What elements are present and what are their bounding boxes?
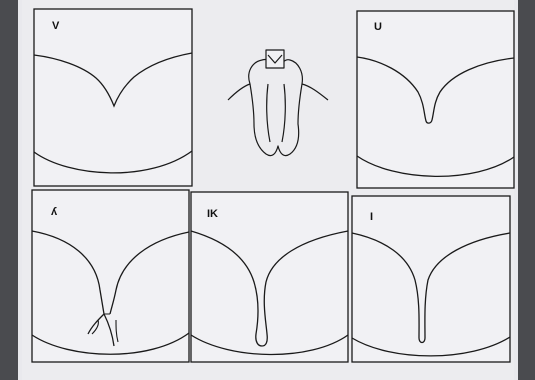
panel-i-frame xyxy=(352,196,510,362)
panel-v-frame xyxy=(34,9,192,186)
panel-ik-label: IK xyxy=(207,208,218,220)
panel-v-label: V xyxy=(52,20,60,32)
panel-i: I xyxy=(352,196,510,362)
panel-y: ʎ xyxy=(32,190,189,362)
panel-i-label: I xyxy=(370,211,373,223)
panel-y-label: ʎ xyxy=(51,206,58,218)
panel-u-label: U xyxy=(374,21,382,33)
panel-u: U xyxy=(357,11,514,188)
panel-ik: IK xyxy=(191,192,348,362)
panel-u-frame xyxy=(357,11,514,188)
magnify-box xyxy=(266,50,284,68)
panel-v: V xyxy=(34,9,192,186)
